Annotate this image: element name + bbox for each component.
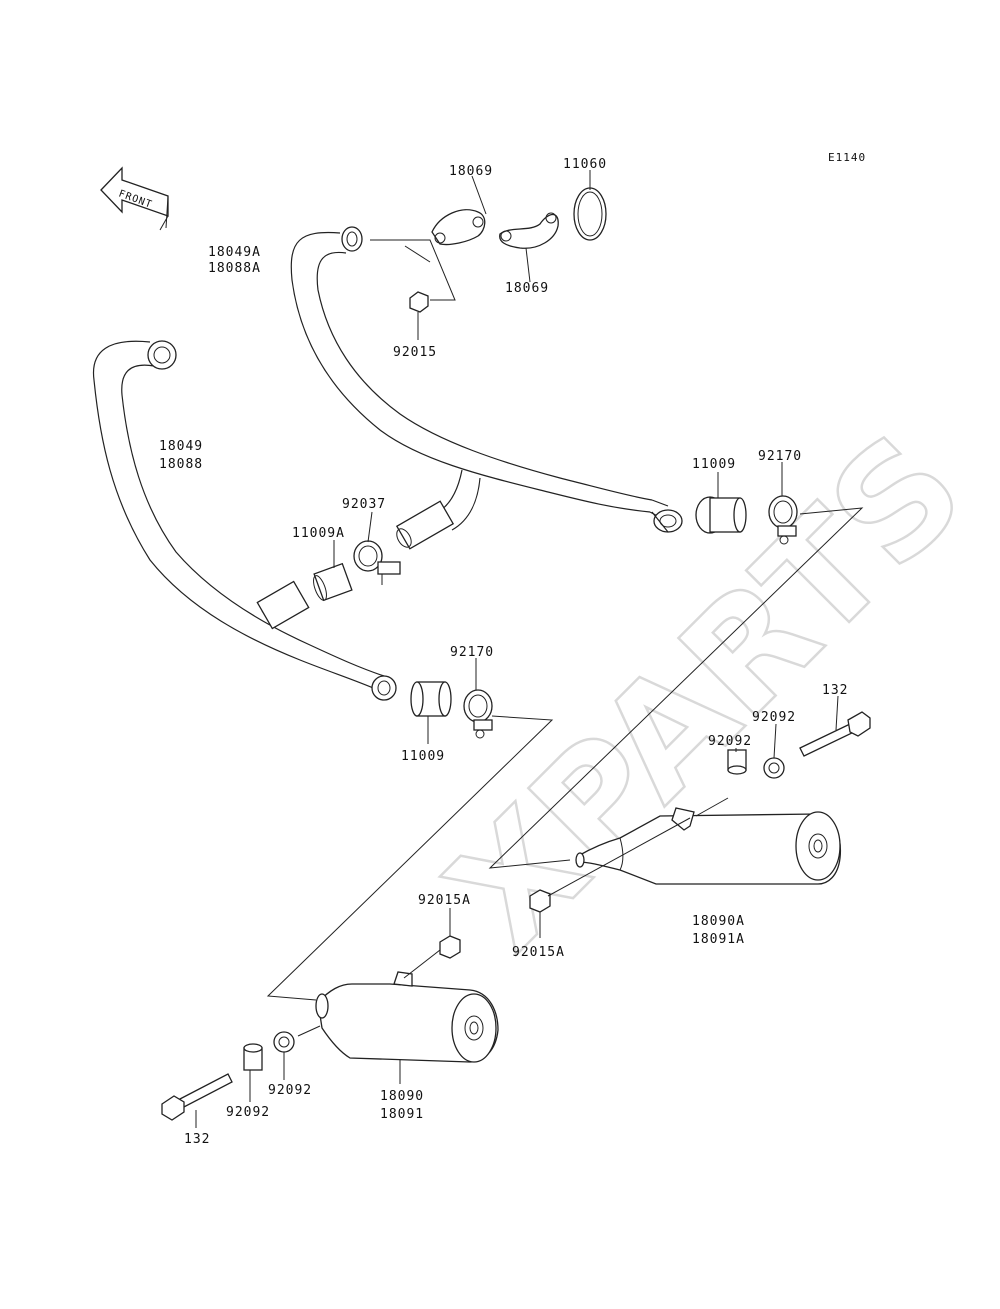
- label-18091: 18091: [380, 1107, 424, 1122]
- label-18049A: 18049A: [208, 245, 261, 260]
- label-92015A-right: 92015A: [512, 945, 565, 960]
- clamp-92170-right: [768, 495, 798, 545]
- clamp-92037: [353, 540, 401, 585]
- label-11009-left: 11009: [401, 749, 445, 764]
- spacer-92092-right-outer: [763, 757, 785, 779]
- balance-pipe: [256, 469, 481, 630]
- label-92092-right-inner: 92092: [708, 734, 752, 749]
- bolt-132-right: [799, 711, 871, 757]
- spacer-92092-right-inner: [727, 749, 747, 775]
- muffler-right: [575, 807, 842, 885]
- label-92092-left-outer: 92092: [226, 1105, 270, 1120]
- gasket-11009A: [313, 562, 353, 602]
- bolt-132-left: [161, 1073, 233, 1121]
- reference-line-right: [488, 507, 864, 869]
- gasket-ring-11060: [573, 187, 607, 241]
- header-pipe-lower: [92, 340, 397, 701]
- label-132-right: 132: [822, 683, 848, 698]
- reference-line-left: [266, 715, 554, 1001]
- label-92037: 92037: [342, 497, 386, 512]
- watermark: XPARTS: [417, 402, 998, 983]
- label-18088: 18088: [159, 457, 203, 472]
- label-92170-right: 92170: [758, 449, 802, 464]
- label-18049: 18049: [159, 439, 203, 454]
- spacer-92092-left-outer: [243, 1043, 263, 1071]
- nut-92015A-right: [529, 817, 691, 913]
- muffler-left: [315, 971, 499, 1063]
- clamp-92170-left: [463, 689, 493, 739]
- label-92092-left-inner: 92092: [268, 1083, 312, 1098]
- diagram-code: E1140: [828, 151, 866, 164]
- label-92015A-left: 92015A: [418, 893, 471, 908]
- label-92170-left: 92170: [450, 645, 494, 660]
- nut-92015: [370, 239, 456, 313]
- label-18091A: 18091A: [692, 932, 745, 947]
- label-18090A: 18090A: [692, 914, 745, 929]
- flange-18069-top: [431, 209, 486, 246]
- label-11060: 11060: [563, 157, 607, 172]
- label-92015: 92015: [393, 345, 437, 360]
- flange-18069-bottom: [499, 212, 559, 249]
- gasket-11009-left: [410, 681, 452, 717]
- label-18088A: 18088A: [208, 261, 261, 276]
- label-11009A: 11009A: [292, 526, 345, 541]
- header-pipe-upper: [290, 226, 683, 533]
- nut-92015A-left: [403, 935, 461, 979]
- gasket-11009-right: [695, 496, 747, 534]
- label-132-left: 132: [184, 1132, 210, 1147]
- label-18069-top: 18069: [449, 164, 493, 179]
- reference-line-right-spacer: [695, 797, 729, 817]
- label-92092-right-outer: 92092: [752, 710, 796, 725]
- label-11009-right: 11009: [692, 457, 736, 472]
- front-arrow-icon: FRONT: [100, 166, 169, 231]
- reference-line-left-spacer: [297, 1025, 321, 1037]
- spacer-92092-left-inner: [273, 1031, 295, 1053]
- label-18069-bottom: 18069: [505, 281, 549, 296]
- label-18090: 18090: [380, 1089, 424, 1104]
